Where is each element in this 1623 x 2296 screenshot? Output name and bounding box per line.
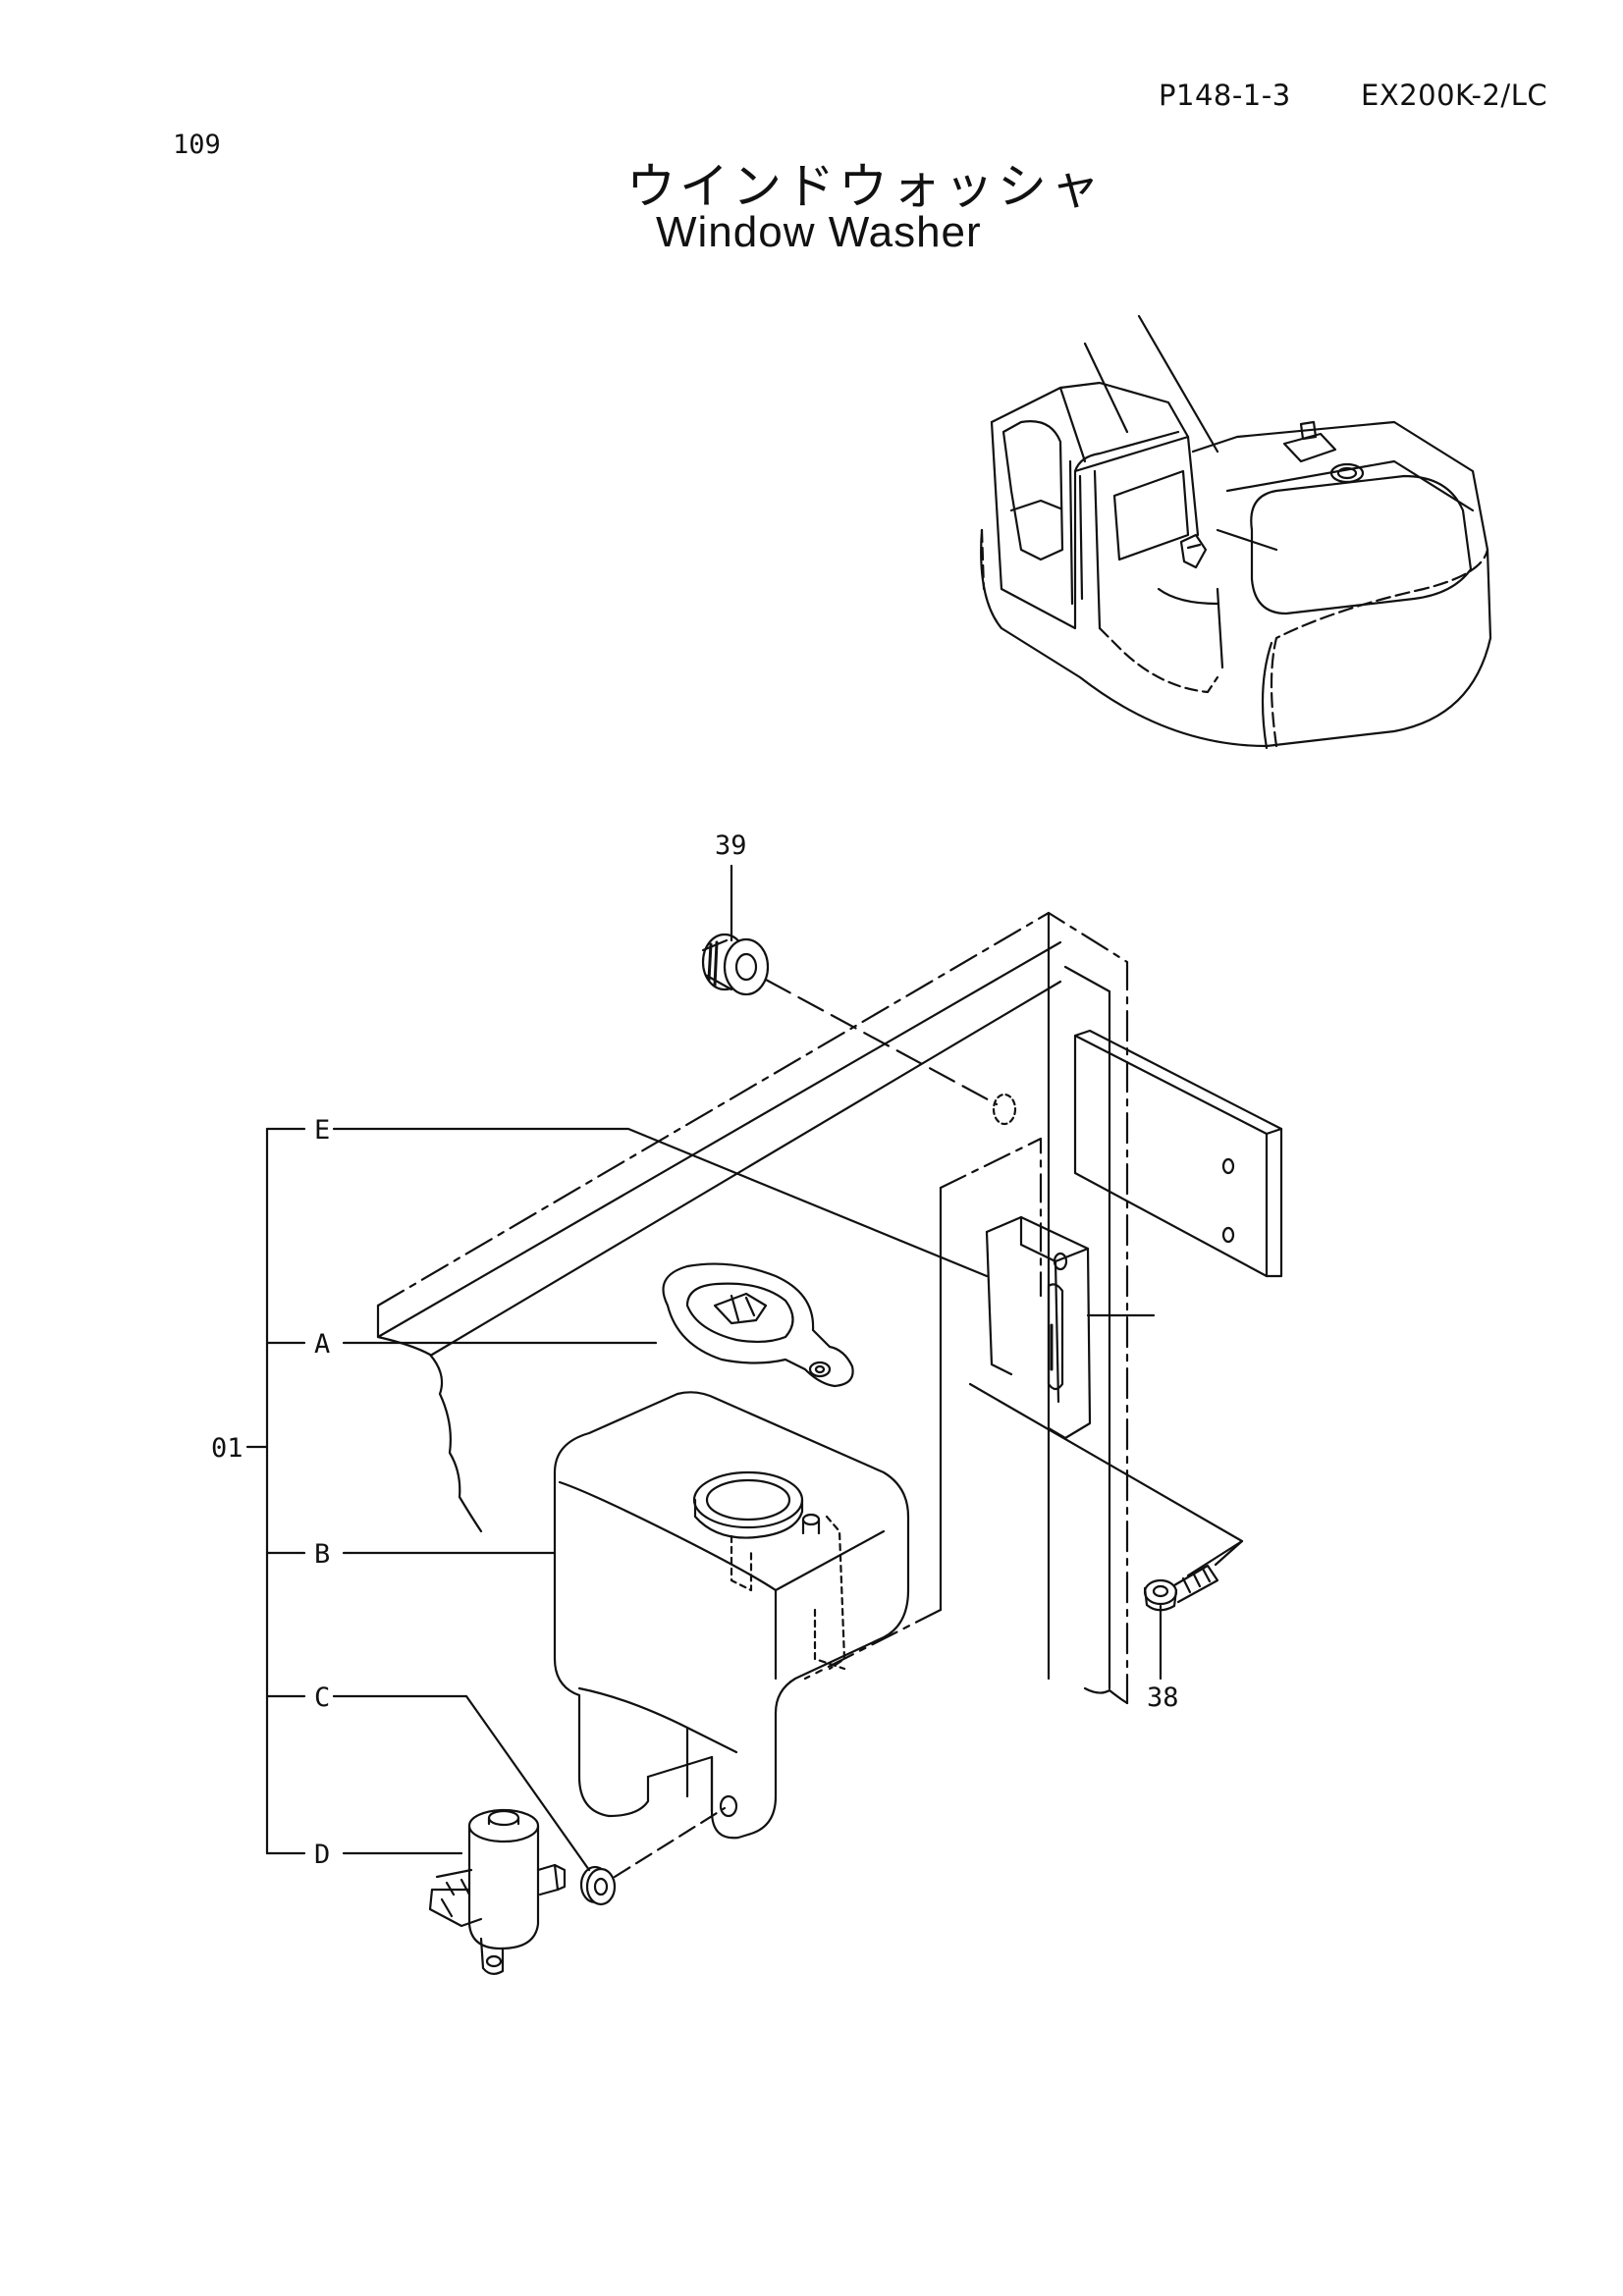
title-japanese: ウインドウォッシャ [626, 158, 1104, 215]
bushing-39 [701, 933, 770, 996]
washer-pump-d [428, 1808, 567, 1975]
group-bracket-01 [245, 1127, 306, 1855]
page-number: 109 [173, 130, 221, 160]
bolt-38 [1143, 1564, 1219, 1612]
callout-01: 01 [211, 1433, 243, 1464]
tank-cap-a [662, 1262, 854, 1388]
model-name: EX200K-2/LC [1361, 79, 1548, 112]
page-code: P148-1-3 [1159, 79, 1291, 112]
bracket-plate [1073, 1029, 1283, 1278]
callout-b: B [314, 1539, 330, 1570]
excavator-overview-illustration [980, 314, 1492, 750]
grommet-c [579, 1865, 617, 1906]
callout-e: E [314, 1115, 330, 1146]
callout-39: 39 [715, 830, 747, 861]
callout-d: D [314, 1840, 330, 1870]
callout-38: 38 [1147, 1682, 1179, 1713]
title-english: Window Washer [656, 208, 982, 256]
tank-holder-bracket [985, 1215, 1092, 1440]
callout-c: C [314, 1682, 330, 1713]
washer-tank-b [553, 1391, 910, 1840]
callout-a: A [314, 1329, 330, 1360]
